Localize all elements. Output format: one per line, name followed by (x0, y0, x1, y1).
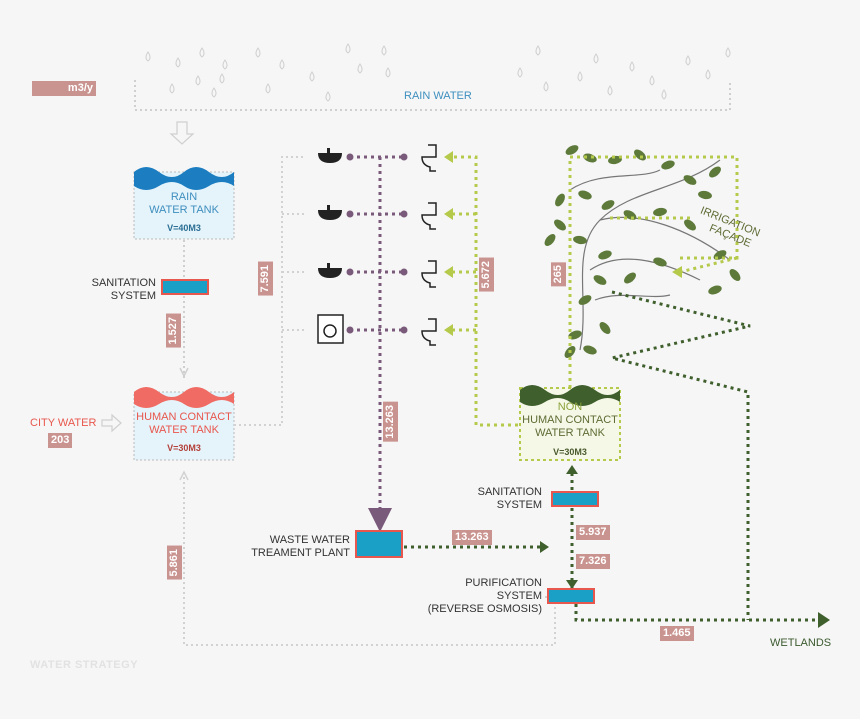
flow-sanitation-to-tank: 5.937 (576, 525, 610, 540)
sanitation-1-line1: SANITATION (91, 277, 156, 289)
flow-to-sinks: 7.591 (258, 262, 273, 296)
return-up-arrow (179, 470, 189, 481)
sanitation-2-line1: SANITATION (477, 486, 542, 498)
non-human-tank-line1: NON (557, 401, 583, 413)
non-human-contact-water-tank (519, 385, 621, 461)
purification-down-arrow (566, 580, 578, 589)
purification-line3: (REVERSE OSMOSIS) (427, 603, 542, 615)
flow-waste-down: 13.263 (383, 402, 398, 442)
city-water-arrow (101, 413, 122, 433)
wetlands-label: WETLANDS (770, 637, 832, 649)
flow-to-wetlands: 1.465 (660, 626, 694, 641)
irrigation-pipes (568, 155, 739, 388)
rain-tank-volume: V=40m3 (167, 223, 201, 233)
flow-plant-to-purification: 7.326 (576, 554, 610, 569)
human-contact-water-tank (133, 387, 235, 461)
wetlands-arrow (818, 612, 830, 628)
grey-water-arrowheads (444, 151, 453, 336)
plant-output-arrow (540, 541, 549, 553)
flow-rain-to-sanitation: 1.527 (166, 314, 181, 348)
flow-to-facade: 265 (551, 262, 566, 287)
city-water-value: 203 (48, 433, 73, 448)
rain-down-arrow (169, 121, 195, 145)
rain-tank-line2: WATER TANK (149, 204, 219, 216)
non-human-tank-line3: WATER TANK (535, 427, 605, 439)
footer-label: WATER STRATEGY (30, 659, 139, 671)
purification-line1: PURIFICATION (465, 577, 542, 589)
flow-plant-out: 13.263 (452, 530, 492, 545)
rain-drops (145, 43, 731, 102)
human-tank-line1: HUMAN CONTACT (136, 411, 232, 423)
waste-plant-line2: TREAMENT PLANT (251, 547, 350, 559)
sink-icons (318, 148, 342, 278)
sanitation-down-arrow (179, 367, 189, 378)
rain-water-tank (133, 167, 235, 240)
rain-water-label: RAIN WATER (404, 90, 472, 102)
sanitation-up-arrow (566, 465, 578, 474)
sanitation-1-line2: SYSTEM (110, 290, 156, 302)
flow-return-to-human: 5.861 (167, 546, 182, 580)
grey-water-pipes (452, 155, 518, 427)
irrigation-facade-vine (544, 145, 741, 358)
waste-water-plant-box (355, 530, 403, 558)
sanitation-system-2-box (551, 491, 599, 507)
purification-line2: SYSTEM (496, 590, 542, 602)
human-tank-supply-pipe (234, 156, 306, 426)
human-tank-line2: WATER TANK (149, 424, 219, 436)
washing-machine-icon (317, 314, 344, 344)
black-water-pipes (350, 155, 404, 532)
non-human-tank-volume: V=30m3 (553, 447, 587, 457)
wetlands-pipe (574, 604, 818, 622)
toilet-icons (421, 144, 437, 346)
rain-collection-line (134, 80, 731, 111)
facade-drainage (611, 290, 751, 620)
human-tank-volume: V=30m3 (167, 443, 201, 453)
irrigation-arrow (672, 266, 682, 278)
rain-tank-line1: RAIN (170, 191, 198, 203)
city-water-label: CITY WATER (30, 417, 97, 429)
sanitation-system-1-box (161, 279, 209, 295)
non-human-tank-line2: HUMAN CONTACT (522, 414, 618, 426)
unit-legend: m3/y (32, 81, 96, 96)
sanitation-2-line2: SYSTEM (496, 499, 542, 511)
black-water-nodes (346, 153, 408, 334)
flow-to-toilets: 5.672 (479, 258, 494, 292)
waste-plant-line1: WASTE WATER (269, 534, 350, 546)
purification-system-box (547, 588, 595, 604)
